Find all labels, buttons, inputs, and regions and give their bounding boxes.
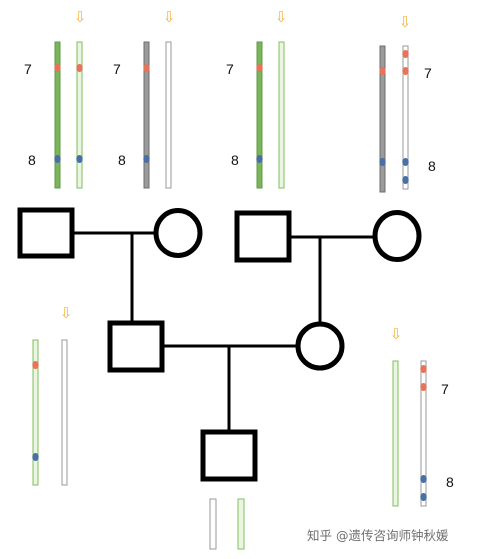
chromosome-white xyxy=(61,339,68,486)
pedigree-lines xyxy=(72,231,376,432)
allele-marker-blue xyxy=(54,155,61,163)
chromosome-white xyxy=(402,45,409,190)
chromosome-pair-4: ⇩ 7 8 xyxy=(379,14,436,193)
allele-marker-blue xyxy=(32,453,39,461)
locus-label-8: 8 xyxy=(428,158,436,174)
allele-marker-blue xyxy=(76,155,83,163)
chromosome-pair-7 xyxy=(209,498,245,550)
allele-marker-blue xyxy=(420,493,427,501)
chromosome-pair-6: ⇩ 7 8 xyxy=(390,326,454,507)
allele-marker-blue xyxy=(402,158,409,166)
female-circle xyxy=(153,208,203,258)
pedigree-symbols xyxy=(17,207,422,482)
locus-label-8: 8 xyxy=(446,474,454,490)
male-square xyxy=(17,207,75,259)
allele-marker-red xyxy=(54,64,61,72)
allele-marker-red xyxy=(32,361,39,369)
chromosome-light-green xyxy=(32,339,39,486)
locus-label-7: 7 xyxy=(24,61,32,77)
down-arrow-icon: ⇩ xyxy=(275,9,288,26)
chromosome-green xyxy=(54,41,61,189)
female-circle xyxy=(372,210,422,262)
allele-marker-red xyxy=(420,365,427,373)
down-arrow-icon: ⇩ xyxy=(390,326,403,343)
allele-marker-red xyxy=(402,50,409,58)
chromosome-green xyxy=(256,41,263,189)
down-arrow-icon: ⇩ xyxy=(163,9,176,26)
chromosome-pair-1: ⇩ 7 8 xyxy=(24,9,87,189)
chromosome-gray xyxy=(379,45,386,193)
male-square xyxy=(107,320,165,373)
allele-marker-blue xyxy=(379,158,386,166)
chromosome-white xyxy=(420,360,427,507)
chromosome-light-green xyxy=(76,41,83,189)
locus-label-7: 7 xyxy=(226,61,234,77)
allele-marker-blue xyxy=(256,155,263,163)
chromosome-pair-3: ⇩ 7 8 xyxy=(226,9,288,189)
chromosome-white xyxy=(165,41,172,189)
down-arrow-icon: ⇩ xyxy=(399,14,412,31)
locus-label-7: 7 xyxy=(441,381,449,397)
allele-marker-red xyxy=(402,67,409,75)
chromosome-gray xyxy=(143,41,150,189)
male-square xyxy=(234,210,292,263)
allele-marker-red xyxy=(379,67,386,75)
allele-marker-red xyxy=(420,383,427,391)
allele-marker-red xyxy=(143,64,150,72)
chromosome-white xyxy=(209,498,217,550)
allele-marker-blue xyxy=(420,475,427,483)
locus-label-7: 7 xyxy=(424,65,432,81)
female-circle xyxy=(295,321,345,371)
chromosome-light-green xyxy=(278,41,285,189)
down-arrow-icon: ⇩ xyxy=(60,305,73,322)
locus-label-8: 8 xyxy=(118,152,126,168)
allele-marker-red xyxy=(76,64,83,72)
down-arrow-icon: ⇩ xyxy=(74,9,87,26)
allele-marker-red xyxy=(256,64,263,72)
chromosome-light-green xyxy=(392,360,399,507)
male-square xyxy=(200,429,258,482)
locus-label-8: 8 xyxy=(28,152,36,168)
chromosome-pair-5: ⇩ xyxy=(32,305,73,486)
locus-label-7: 7 xyxy=(113,61,121,77)
allele-marker-blue xyxy=(402,176,409,184)
watermark: 知乎 @遗传咨询师钟秋媛 xyxy=(307,528,449,543)
chromosome-light-green xyxy=(237,498,245,550)
allele-marker-blue xyxy=(143,155,150,163)
locus-label-8: 8 xyxy=(231,152,239,168)
chromosome-pair-2: ⇩ 7 8 xyxy=(113,9,176,189)
